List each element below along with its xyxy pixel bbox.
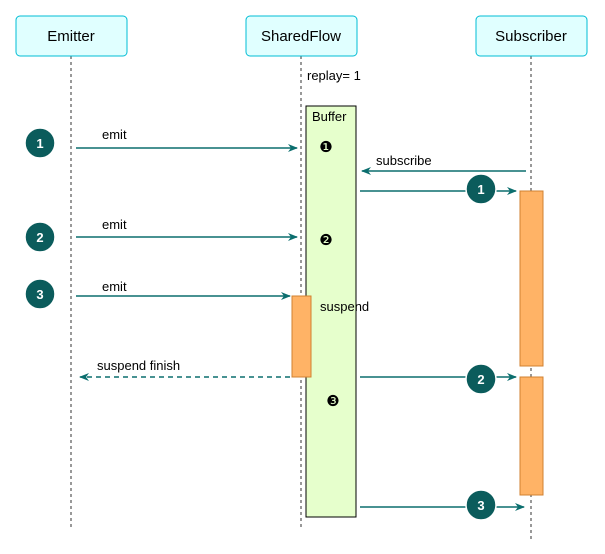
emit-badge-2-label: 2 xyxy=(36,230,43,245)
buffer-slot-3: ❸ xyxy=(326,392,339,410)
emit-label-1: emit xyxy=(102,127,127,142)
actor-subscriber: Subscriber xyxy=(475,15,588,57)
suspend-label: suspend xyxy=(320,299,369,314)
sharedflow-suspend-activation xyxy=(291,295,312,378)
buffer-title: Buffer xyxy=(312,109,347,124)
emit-badge-3: 3 xyxy=(24,278,56,310)
replay-label: replay= 1 xyxy=(307,68,361,83)
buffer-slot-1: ❶ xyxy=(319,138,332,156)
emit-badge-1-label: 1 xyxy=(36,136,43,151)
emit-badge-1: 1 xyxy=(24,127,56,159)
emit-badge-2: 2 xyxy=(24,221,56,253)
suspend-finish-label: suspend finish xyxy=(97,358,180,373)
deliver-badge-2-label: 2 xyxy=(477,372,484,387)
deliver-badge-2: 2 xyxy=(465,363,497,395)
deliver-badge-1: 1 xyxy=(465,173,497,205)
buffer-slot-2: ❷ xyxy=(319,231,332,249)
subscribe-label: subscribe xyxy=(376,153,432,168)
emit-label-3: emit xyxy=(102,279,127,294)
actor-sharedflow: SharedFlow xyxy=(245,15,358,57)
deliver-badge-3: 3 xyxy=(465,489,497,521)
deliver-badge-3-label: 3 xyxy=(477,498,484,513)
buffer-box xyxy=(305,105,357,518)
actor-sharedflow-label: SharedFlow xyxy=(261,28,341,45)
emit-badge-3-label: 3 xyxy=(36,287,43,302)
actor-emitter-label: Emitter xyxy=(47,28,95,45)
subscriber-activation-2 xyxy=(519,376,544,496)
deliver-badge-1-label: 1 xyxy=(477,182,484,197)
actor-emitter: Emitter xyxy=(15,15,128,57)
subscriber-activation-1 xyxy=(519,190,544,367)
actor-subscriber-label: Subscriber xyxy=(495,28,567,45)
emit-label-2: emit xyxy=(102,217,127,232)
